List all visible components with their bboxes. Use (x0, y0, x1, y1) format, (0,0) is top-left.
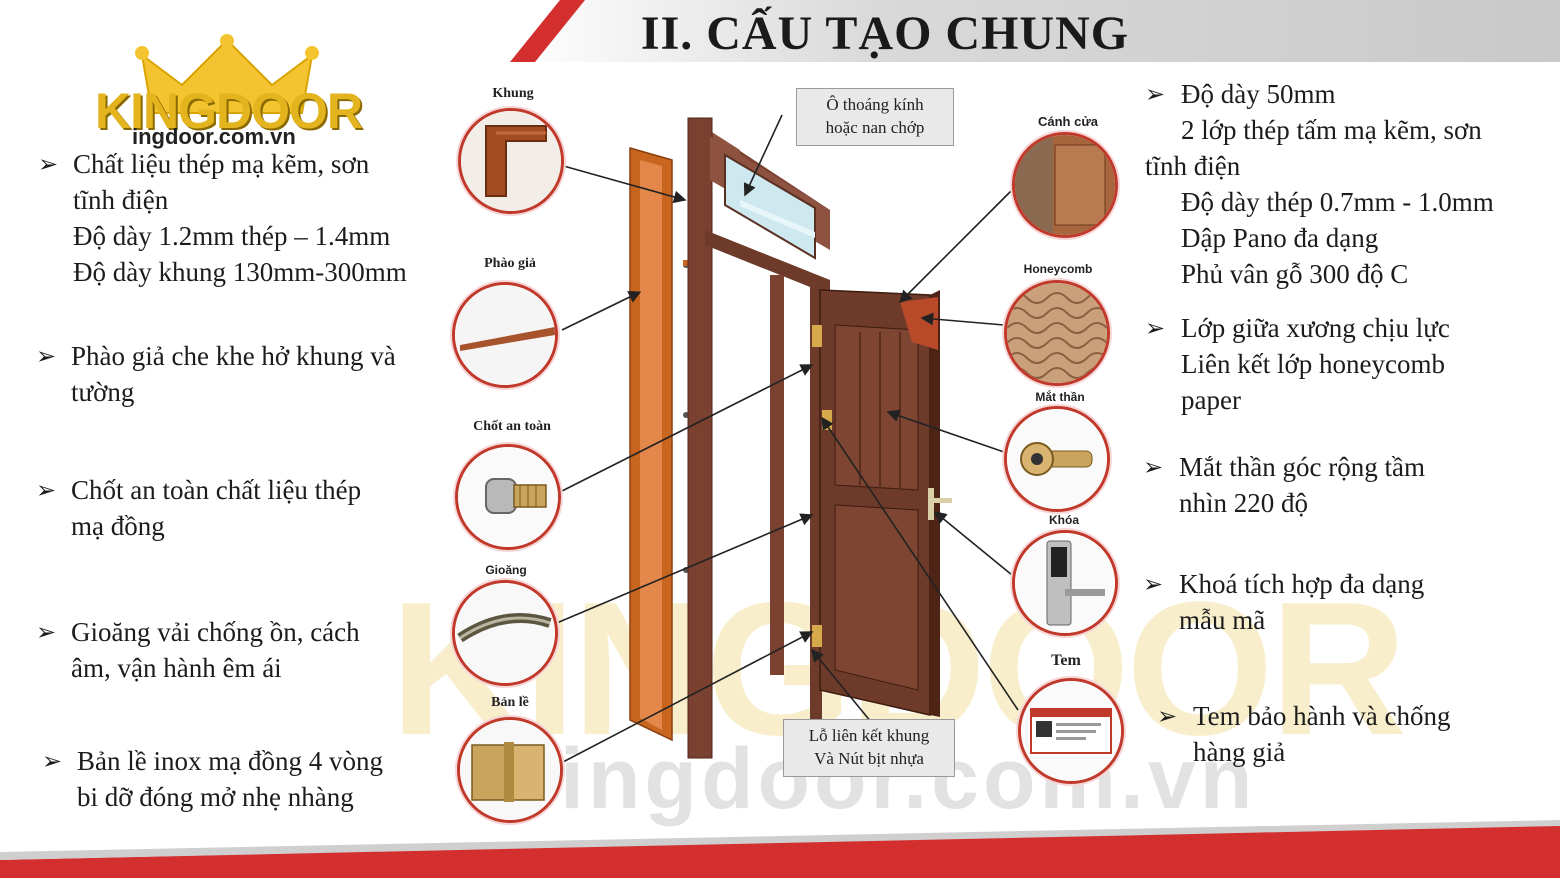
crown-icon (135, 34, 319, 114)
bullet-text: Độ dày 1.2mm thép – 1.4mm (73, 221, 391, 251)
part-circle-gasket (452, 580, 558, 686)
bullet-text: Chốt an toàn chất liệu thép (71, 475, 362, 505)
part-label-honeycomb: Honeycomb (1023, 262, 1093, 276)
bullet-text: Mắt thần góc rộng tầm (1179, 452, 1425, 482)
bullet-text: paper (1181, 385, 1241, 415)
bullet-arrow-icon: ➢ (36, 618, 57, 646)
bullet-text: Gioăng vải chống ồn, cách (71, 617, 360, 647)
left-bullet-safety-pin: ➢ Chốt an toàn chất liệu thép mạ đồng (36, 472, 361, 544)
callout-frame-holes: Lỗ liên kết khung Và Nút bịt nhựa (783, 719, 955, 777)
door-diagram (629, 117, 952, 759)
callout-text: Và Nút bịt nhựa (814, 749, 924, 768)
bullet-text: Liên kết lớp honeycomb (1181, 349, 1445, 379)
part-circle-frame (458, 108, 564, 214)
part-circle-hinge (457, 717, 563, 823)
part-label-frame: Khung (492, 86, 534, 101)
part-label-lock: Khóa (1049, 513, 1079, 527)
bullet-text: mạ đồng (71, 511, 165, 541)
part-label-hinge: Bản lề (491, 695, 529, 710)
right-bullet-door-leaf: ➢ Độ dày 50mm 2 lớp thép tấm mạ kẽm, sơn… (1145, 76, 1494, 292)
bullet-arrow-icon: ➢ (1157, 702, 1178, 730)
bullet-text: bi dỡ đóng mở nhẹ nhàng (77, 782, 354, 812)
part-label-door-leaf: Cánh cửa (1038, 114, 1098, 129)
callout-text: hoặc nan chớp (825, 118, 925, 137)
bullet-arrow-icon: ➢ (36, 476, 57, 504)
right-bullet-honeycomb: ➢ Lớp giữa xương chịu lực Liên kết lớp h… (1145, 310, 1450, 418)
bullet-text: 2 lớp thép tấm mạ kẽm, sơn (1181, 115, 1482, 145)
footer-band (0, 820, 1560, 878)
bullet-text: nhìn 220 độ (1179, 488, 1309, 518)
door-leaf-sample-icon (1015, 135, 1115, 235)
bullet-text: Bản lề inox mạ đồng 4 vòng (77, 746, 383, 776)
lock-icon (1015, 533, 1115, 633)
logo-brand: KINGDOOR (95, 83, 363, 139)
callout-text: Ô thoáng kính (826, 95, 924, 114)
bullet-arrow-icon: ➢ (1145, 314, 1166, 342)
left-bullet-frame: ➢ Chất liệu thép mạ kẽm, sơn tĩnh điện Đ… (38, 146, 407, 290)
gasket-icon (455, 583, 555, 683)
part-label-safety-pin: Chốt an toàn (473, 419, 551, 434)
bullet-text: tĩnh điện (73, 185, 169, 215)
right-bullet-lock: ➢ Khoá tích hợp đa dạng mẫu mã (1143, 566, 1424, 638)
part-label-stamp: Tem (1051, 652, 1081, 669)
bullet-text: mẫu mã (1179, 605, 1266, 635)
bullet-text: Độ dày thép 0.7mm - 1.0mm (1181, 187, 1494, 217)
left-bullet-hinge: ➢ Bản lề inox mạ đồng 4 vòng bi dỡ đóng … (42, 743, 383, 815)
left-bullet-trim: ➢ Phào giả che khe hở khung và tường (36, 338, 396, 410)
right-bullet-peephole: ➢ Mắt thần góc rộng tầm nhìn 220 độ (1143, 449, 1425, 521)
bullet-text: Lớp giữa xương chịu lực (1181, 313, 1450, 343)
left-bullet-gasket: ➢ Gioăng vải chống ồn, cách âm, vận hành… (36, 614, 360, 686)
part-circle-peephole (1004, 406, 1110, 512)
part-label-gasket: Gioăng (485, 563, 527, 577)
bullet-arrow-icon: ➢ (36, 342, 57, 370)
bullet-arrow-icon: ➢ (42, 747, 63, 775)
trim-strip-icon (455, 285, 555, 385)
header-band (510, 0, 1560, 62)
peephole-icon (1007, 409, 1107, 509)
bullet-text: Tem bảo hành và chống (1193, 701, 1451, 731)
logo-url: ingdoor.com.vn (132, 124, 296, 149)
callout-text: Lỗ liên kết khung (808, 726, 930, 745)
bullet-text: Dập Pano đa dạng (1181, 223, 1379, 253)
bullet-arrow-icon: ➢ (1143, 570, 1164, 598)
bullet-text: âm, vận hành êm ái (71, 653, 282, 683)
bullet-text: Phủ vân gỗ 300 độ C (1181, 259, 1409, 289)
part-label-trim: Phào giả (484, 256, 536, 271)
bullet-text: Phào giả che khe hở khung và (71, 341, 396, 371)
right-bullet-stamp: ➢ Tem bảo hành và chống hàng giả (1157, 698, 1451, 770)
bullet-arrow-icon: ➢ (1143, 453, 1164, 481)
part-circle-honeycomb (1004, 280, 1110, 386)
door-leaf-illustration (812, 289, 952, 717)
part-circle-trim (452, 282, 558, 388)
part-circle-safety-pin (455, 444, 561, 550)
bullet-text: Khoá tích hợp đa dạng (1179, 569, 1425, 599)
frame-profile-icon (461, 111, 561, 211)
callout-transom: Ô thoáng kính hoặc nan chớp (796, 88, 954, 146)
bullet-arrow-icon: ➢ (38, 150, 59, 178)
honeycomb-icon (1007, 283, 1107, 383)
part-circle-lock (1012, 530, 1118, 636)
part-circle-stamp (1018, 678, 1124, 784)
bullet-text: tĩnh điện (1145, 151, 1241, 181)
warranty-stamp-icon (1021, 681, 1121, 781)
part-label-peephole: Mắt thần (1035, 390, 1085, 404)
bullet-text: Chất liệu thép mạ kẽm, sơn (73, 149, 370, 179)
bullet-arrow-icon: ➢ (1145, 80, 1166, 108)
safety-pin-icon (458, 447, 558, 547)
bullet-text: hàng giả (1193, 737, 1286, 767)
page-title: II. CẤU TẠO CHUNG (640, 7, 1130, 60)
bullet-text: Độ dày khung 130mm-300mm (73, 257, 407, 287)
bullet-text: Độ dày 50mm (1181, 79, 1336, 109)
part-circle-door-leaf (1012, 132, 1118, 238)
bullet-text: tường (71, 377, 135, 407)
hinge-icon (460, 720, 560, 820)
